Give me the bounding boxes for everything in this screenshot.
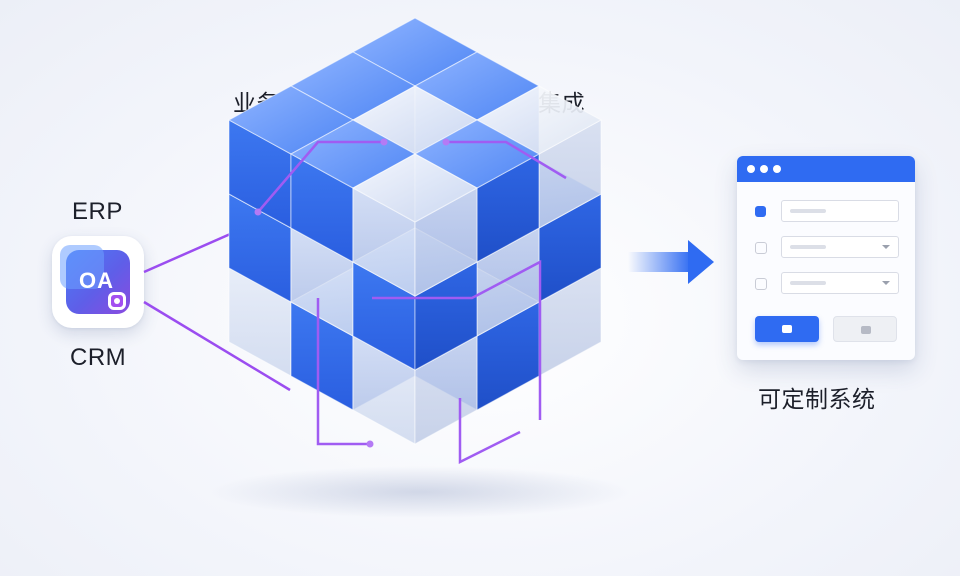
select-field[interactable] bbox=[781, 272, 899, 294]
cube-stack bbox=[227, 17, 603, 445]
arrow-right-icon bbox=[688, 240, 714, 284]
window-dot-icon bbox=[760, 165, 768, 173]
chevron-down-icon bbox=[882, 281, 890, 285]
checkbox-checked[interactable] bbox=[755, 206, 766, 217]
arrow-right-shaft bbox=[628, 252, 692, 272]
integration-nodes bbox=[254, 138, 450, 448]
crm-label: CRM bbox=[70, 344, 127, 371]
primary-button[interactable] bbox=[755, 316, 819, 342]
cube-shadow bbox=[210, 466, 630, 518]
window-title-bar bbox=[737, 156, 915, 182]
window-dot-icon bbox=[747, 165, 755, 173]
chevron-down-icon bbox=[882, 245, 890, 249]
oa-app-icon: OA bbox=[52, 236, 144, 328]
window-dot-icon bbox=[773, 165, 781, 173]
glass-cube-face bbox=[351, 153, 479, 223]
erp-label: ERP bbox=[72, 198, 123, 225]
select-field[interactable] bbox=[781, 236, 899, 258]
customizable-system-label: 可定制系统 bbox=[758, 387, 876, 413]
checkbox-unchecked[interactable] bbox=[755, 278, 767, 290]
app-badge-icon bbox=[108, 292, 126, 310]
integration-lines bbox=[257, 140, 567, 465]
text-field[interactable] bbox=[781, 200, 899, 222]
secondary-button[interactable] bbox=[833, 316, 897, 342]
connector-crm-line bbox=[143, 300, 291, 392]
customizable-system-window bbox=[737, 156, 915, 360]
checkbox-unchecked[interactable] bbox=[755, 242, 767, 254]
oa-app-text: OA bbox=[79, 268, 114, 293]
